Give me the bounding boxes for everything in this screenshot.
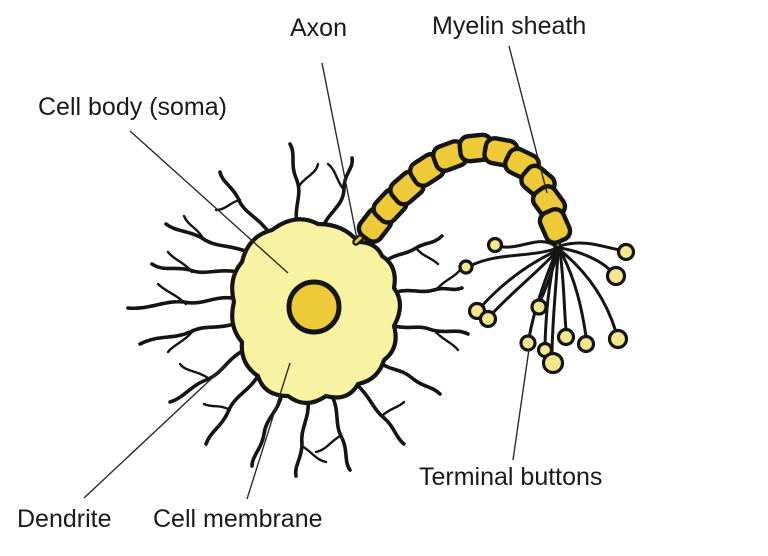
terminal-button [541, 351, 565, 375]
dendrite-path [164, 222, 250, 254]
terminal-button [607, 328, 629, 350]
dendrite-branch [380, 400, 406, 418]
dendrite-branch [326, 162, 346, 192]
terminal-button [616, 242, 636, 262]
label-axon: Axon [290, 14, 347, 42]
terminal-branch [543, 250, 558, 346]
terminal-button [458, 259, 474, 275]
terminal-branch [478, 248, 560, 310]
terminal-branch [527, 250, 558, 340]
dendrite-path [394, 286, 464, 294]
terminal-button [530, 298, 548, 316]
label-terminal-buttons: Terminal buttons [419, 463, 603, 491]
terminal-button [605, 265, 627, 287]
terminal-button [486, 236, 504, 254]
nucleus-shape [286, 279, 342, 335]
terminal-branch [558, 250, 568, 332]
terminal-button [519, 334, 537, 352]
terminal-branch [488, 248, 560, 318]
terminal-button [576, 334, 596, 354]
terminal-button [556, 327, 576, 347]
label-myelin-sheath: Myelin sheath [432, 12, 587, 40]
dendrite-path [204, 374, 260, 446]
terminal-branch [558, 246, 612, 272]
label-dendrite: Dendrite [17, 505, 112, 533]
terminal-button [478, 309, 498, 329]
dendrite-path [218, 170, 272, 236]
dendrites [126, 142, 470, 478]
terminal-buttons-leader-line [512, 348, 530, 461]
dendrite-path [168, 348, 246, 404]
label-cell-membrane: Cell membrane [153, 505, 323, 533]
terminal-branch [550, 250, 560, 358]
dendrite-branch [314, 434, 342, 454]
dendrite-branch [434, 268, 462, 292]
dendrite-path [382, 234, 444, 264]
cell-body-leader-line [129, 130, 289, 274]
myelin-leader-line [508, 45, 548, 194]
myelin-sheath [356, 132, 573, 246]
myelin-segment [537, 206, 573, 246]
terminal-branch [558, 248, 618, 334]
dendrite-path [392, 324, 470, 336]
dendrite-branch [182, 214, 206, 242]
axon-leader-line [321, 62, 358, 240]
dendrite-path [288, 142, 301, 230]
dendrite-path [138, 322, 236, 346]
dendrite-branch [156, 282, 188, 306]
dendrite-branch [432, 328, 460, 352]
axon-terminals [458, 236, 636, 375]
dendrite-branch [202, 402, 232, 412]
dendrite-path [354, 382, 406, 446]
dendrite-branch [178, 362, 210, 380]
dendrite-branch [166, 250, 194, 274]
dendrite-branch [297, 162, 320, 188]
dendrite-path [150, 262, 240, 275]
cell-membrane-leader-line [246, 362, 291, 500]
dendrite-path [320, 156, 355, 230]
terminal-branch [558, 248, 588, 338]
dendrite-path [250, 392, 284, 468]
dendrite-path [330, 394, 352, 472]
dendrite-leader-line [83, 365, 226, 499]
leader-lines [83, 45, 548, 500]
dendrite-branch [300, 444, 328, 464]
dendrite-path [293, 398, 311, 478]
label-cell-body: Cell body (soma) [38, 93, 227, 121]
terminal-branch [468, 246, 560, 268]
dendrite-branch [414, 246, 440, 266]
terminal-branch [558, 241, 622, 252]
dendrite-path [376, 360, 442, 396]
dendrite-branch [214, 198, 242, 212]
terminal-branch [495, 240, 560, 250]
dendrite-branch [166, 330, 194, 354]
